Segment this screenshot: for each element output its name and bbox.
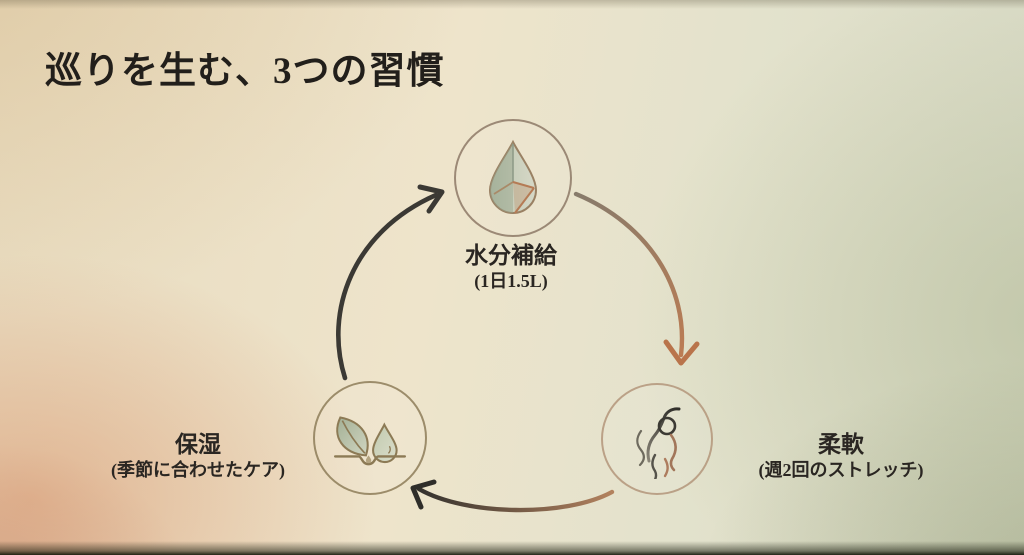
hydration-label: 水分補給 (465, 243, 557, 268)
flexibility-sublabel: (週2回のストレッチ) (758, 460, 924, 481)
moisturizing-circle (313, 381, 427, 495)
arrowhead-flexibility-to-moisturizing (410, 479, 437, 510)
flexibility-circle (601, 383, 713, 495)
arrowhead-moisturizing-to-hydration (417, 184, 445, 214)
arrow-flexibility-to-moisturizing (416, 486, 615, 513)
moisturizing-label: 保湿 (175, 432, 221, 457)
moisturizing-labels: 保湿 (季節に合わせたケア) (48, 432, 348, 482)
moisturizing-sublabel: (季節に合わせたケア) (111, 460, 285, 481)
leaf-sprout-icon (333, 416, 407, 466)
flexibility-label: 柔軟 (818, 432, 864, 457)
hydration-circle (454, 119, 572, 237)
water-drop-icon (488, 139, 538, 214)
slide-title: 巡りを生む、3つの習慣 (45, 51, 445, 92)
hydration-sublabel: (1日1.5L) (474, 271, 548, 292)
flexibility-labels: 柔軟 (週2回のストレッチ) (681, 432, 1001, 482)
stretching-person-icon (636, 407, 681, 479)
hydration-labels: 水分補給 (1日1.5L) (361, 243, 661, 293)
arrowhead-hydration-to-flexibility (663, 339, 700, 366)
